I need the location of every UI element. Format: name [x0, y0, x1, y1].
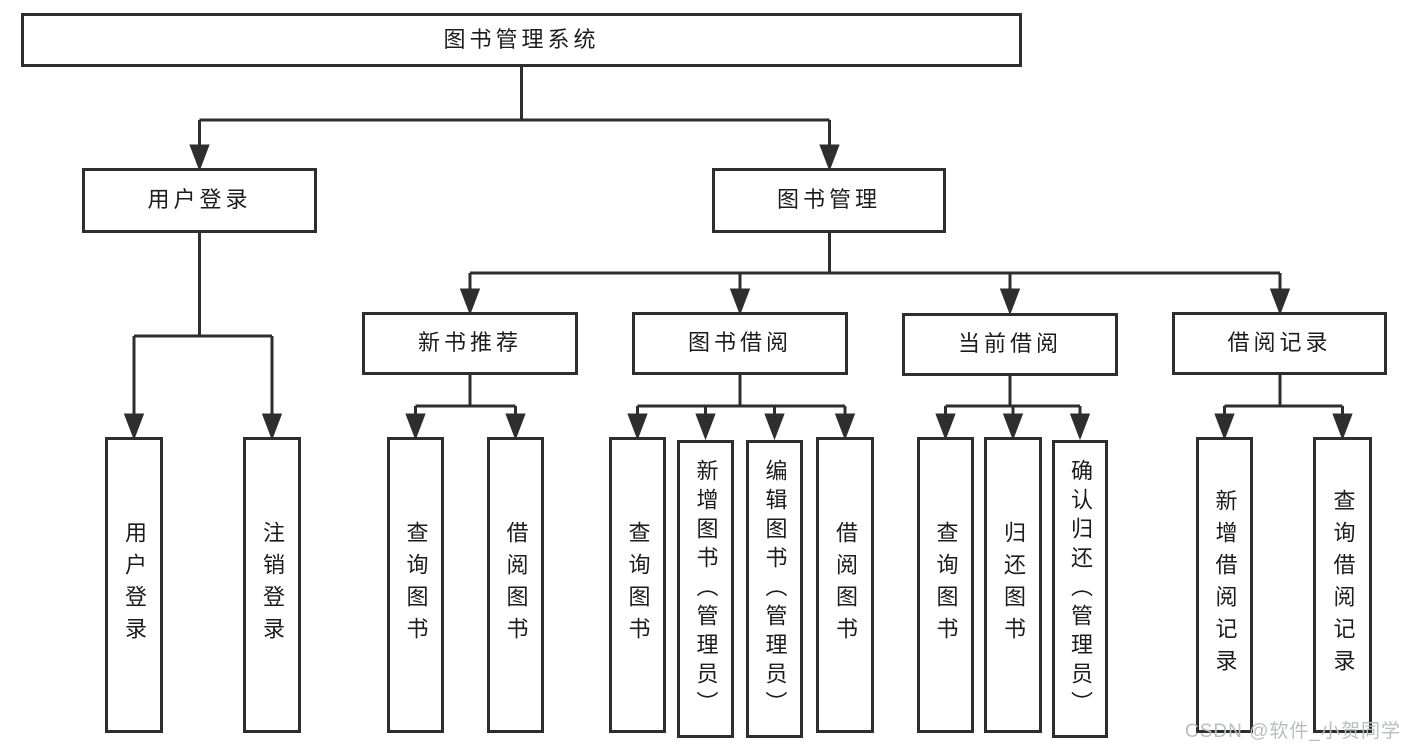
csdn-watermark: CSDN @软件_小贺同学 [1185, 721, 1401, 742]
node-book-management: 图书管理 [712, 168, 946, 233]
node-label: 新增图书（管理员） [693, 458, 719, 720]
leaf-borrow-borrow-book: 借阅图书 [816, 437, 874, 733]
leaf-confirm-return-admin: 确认归还（管理员） [1052, 440, 1108, 738]
node-label: 图书借阅 [687, 330, 792, 356]
leaf-add-borrow-record: 新增借阅记录 [1196, 437, 1253, 733]
leaf-add-book-admin: 新增图书（管理员） [677, 440, 734, 738]
node-label: 借阅图书 [833, 521, 858, 649]
node-label: 查询图书 [403, 521, 429, 649]
node-label: 查询图书 [625, 521, 651, 649]
edge-borrow-record-children [1214, 375, 1353, 441]
node-new-book-recommend: 新书推荐 [362, 312, 578, 375]
node-label: 编辑图书（管理员） [762, 458, 788, 720]
leaf-user-login: 用户登录 [105, 437, 163, 733]
node-label: 借阅记录 [1227, 330, 1332, 356]
edge-current-borrow-children [935, 376, 1091, 441]
node-borrow-record: 借阅记录 [1172, 312, 1387, 375]
node-label: 查询图书 [933, 521, 959, 649]
leaf-recommend-query-book: 查询图书 [387, 437, 444, 733]
node-book-borrow: 图书借阅 [632, 312, 848, 375]
node-label: 当前借阅 [957, 331, 1062, 357]
node-label: 注销登录 [260, 521, 285, 649]
leaf-return-book: 归还图书 [984, 437, 1042, 733]
node-label: 借阅图书 [503, 521, 529, 649]
node-label: 用户登录 [147, 187, 252, 213]
edge-new-book-recommend-children [405, 375, 526, 441]
edge-book-management-children [459, 233, 1291, 316]
leaf-query-borrow-record: 查询借阅记录 [1313, 437, 1372, 733]
leaf-recommend-borrow-book: 借阅图书 [487, 437, 544, 733]
node-user-login: 用户登录 [82, 168, 317, 233]
node-label: 图书管理 [776, 187, 881, 213]
node-label: 新书推荐 [417, 330, 522, 356]
node-current-borrow: 当前借阅 [902, 313, 1118, 376]
leaf-current-query-book: 查询图书 [917, 437, 974, 733]
node-label: 用户登录 [122, 521, 147, 649]
node-label: 查询借阅记录 [1330, 489, 1356, 681]
node-label: 归还图书 [1001, 521, 1026, 649]
leaf-borrow-query-book: 查询图书 [609, 437, 666, 733]
node-label: 确认归还（管理员） [1068, 458, 1093, 720]
node-label: 新增借阅记录 [1212, 489, 1238, 681]
edge-root-to-level2 [189, 67, 840, 172]
edge-user-login-children [123, 233, 283, 441]
node-label: 图书管理系统 [443, 26, 600, 52]
leaf-edit-book-admin: 编辑图书（管理员） [746, 440, 803, 738]
edge-book-borrow-children [627, 375, 856, 441]
node-root-library-system: 图书管理系统 [21, 13, 1022, 67]
leaf-logout: 注销登录 [243, 437, 301, 733]
